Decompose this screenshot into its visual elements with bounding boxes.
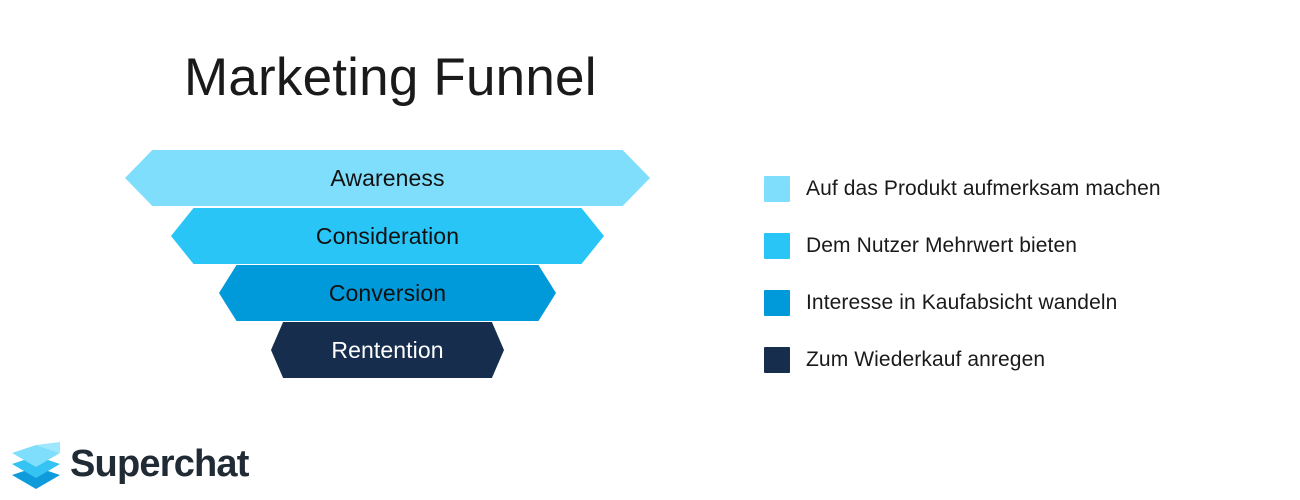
legend-item-label: Dem Nutzer Mehrwert bieten xyxy=(806,233,1078,257)
legend-color-swatch xyxy=(764,175,790,202)
legend-item-label: Interesse in Kaufabsicht wandeln xyxy=(806,290,1118,314)
superchat-logo: Superchat xyxy=(10,437,249,493)
legend-color-swatch xyxy=(764,289,790,316)
funnel-stage-rentention[interactable]: Rentention xyxy=(271,322,504,378)
funnel-stage-conversion[interactable]: Conversion xyxy=(219,265,556,321)
legend-item-label: Zum Wiederkauf anregen xyxy=(806,347,1046,371)
legend-item: Zum Wiederkauf anregen xyxy=(764,331,1244,388)
funnel-stage-label: Awareness xyxy=(330,164,445,191)
legend-item: Dem Nutzer Mehrwert bieten xyxy=(764,217,1244,274)
stacked-layers-icon xyxy=(10,437,62,493)
superchat-wordmark: Superchat xyxy=(70,443,249,485)
legend-item: Auf das Produkt aufmerksam machen xyxy=(764,160,1244,217)
page-title: Marketing Funnel xyxy=(184,48,597,107)
legend-color-swatch xyxy=(764,232,790,259)
legend-color-swatch xyxy=(764,346,790,373)
funnel-stage-label: Rentention xyxy=(331,336,444,363)
funnel-stage-label: Consideration xyxy=(315,222,460,249)
legend-item: Interesse in Kaufabsicht wandeln xyxy=(764,274,1244,331)
funnel-stage-label: Conversion xyxy=(328,279,447,306)
funnel-stage-consideration[interactable]: Consideration xyxy=(171,208,604,264)
funnel-stage-awareness[interactable]: Awareness xyxy=(125,150,650,206)
funnel-diagram: Awareness Consideration Conversion Rente… xyxy=(125,150,650,378)
legend: Auf das Produkt aufmerksam machen Dem Nu… xyxy=(764,160,1244,388)
legend-item-label: Auf das Produkt aufmerksam machen xyxy=(806,176,1161,200)
